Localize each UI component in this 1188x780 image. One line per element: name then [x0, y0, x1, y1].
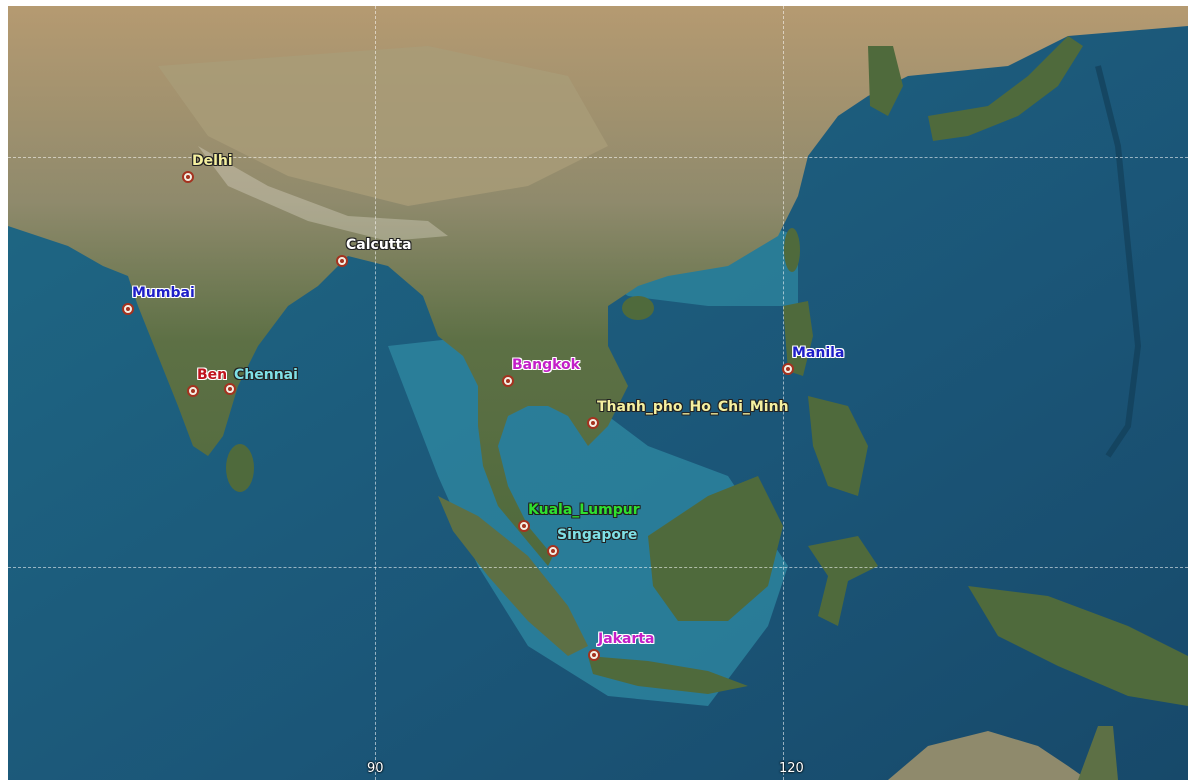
- city-label: Jakarta: [598, 631, 655, 647]
- tibet-plateau: [158, 46, 608, 206]
- city-label: Mumbai: [132, 285, 195, 301]
- city-marker-icon[interactable]: [336, 255, 348, 267]
- city-label: Chennai: [234, 367, 298, 383]
- city-marker-icon[interactable]: [502, 375, 514, 387]
- city-label: Singapore: [557, 527, 638, 543]
- city-label: Kuala_Lumpur: [528, 502, 640, 518]
- city-marker-icon[interactable]: [187, 385, 199, 397]
- hainan: [622, 296, 654, 320]
- sulawesi: [808, 536, 878, 626]
- luzon: [783, 301, 813, 376]
- city-marker-icon[interactable]: [588, 649, 600, 661]
- korea: [868, 46, 903, 116]
- city-marker-icon[interactable]: [182, 171, 194, 183]
- city-label: Bangkok: [512, 357, 580, 373]
- java: [588, 656, 748, 694]
- city-label: Manila: [792, 345, 845, 361]
- city-marker-icon[interactable]: [782, 363, 794, 375]
- sri-lanka: [226, 444, 254, 492]
- city-marker-icon[interactable]: [587, 417, 599, 429]
- city-label: Ben: [197, 367, 228, 383]
- taiwan: [784, 228, 800, 272]
- map-basemap: [8, 6, 1188, 780]
- trench: [1095, 65, 1142, 458]
- borneo: [648, 476, 783, 621]
- lon-label-120: 120: [779, 761, 804, 776]
- visayas-mindanao: [808, 396, 868, 496]
- city-marker-icon[interactable]: [518, 520, 530, 532]
- cape-york: [1078, 726, 1118, 780]
- map-view[interactable]: 90 120 Delhi Calcutta Mumbai Ben Chennai…: [8, 6, 1188, 780]
- parallel-0: [8, 567, 1188, 568]
- lon-label-90: 90: [367, 761, 384, 776]
- city-marker-icon[interactable]: [122, 303, 134, 315]
- city-marker-icon[interactable]: [224, 383, 236, 395]
- new-guinea: [968, 586, 1188, 706]
- city-label: Delhi: [192, 153, 233, 169]
- city-marker-icon[interactable]: [547, 545, 559, 557]
- sumatra: [438, 496, 588, 656]
- parallel-30: [8, 157, 1188, 158]
- meridian-120: [783, 6, 784, 780]
- city-label: Thanh_pho_Ho_Chi_Minh: [597, 399, 789, 415]
- meridian-90: [375, 6, 376, 780]
- himalaya-band: [198, 146, 448, 241]
- city-label: Calcutta: [346, 237, 412, 253]
- australia-north: [888, 731, 1088, 780]
- japan: [928, 36, 1083, 141]
